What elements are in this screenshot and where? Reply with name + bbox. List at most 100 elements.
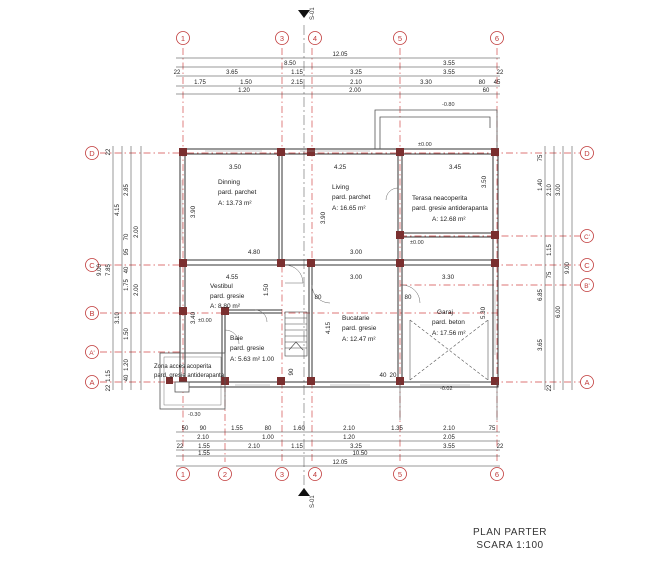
axis-bubble-left-A1: A' (89, 350, 95, 357)
dim-bot-1-55b: 1.55 (198, 444, 210, 450)
dim-right-1-40: 1.40 (538, 179, 544, 191)
inner-dim-3-90b: 3.90 (320, 211, 327, 224)
dim-top-45: 45 (494, 80, 501, 86)
dimension-lines-right (544, 146, 573, 390)
dim-bot-overall: 12.05 (332, 460, 348, 466)
dimension-lines-top (176, 57, 500, 95)
room-living-area: A: 16.65 m² (332, 205, 366, 212)
dim-top-3-30: 3.30 (420, 80, 432, 86)
dim-top-80: 80 (479, 80, 486, 86)
garage-door (399, 319, 498, 420)
inner-dim-3-50: 3.50 (229, 164, 242, 171)
dim-bot-2-10: 2.10 (343, 426, 355, 432)
axis-bubble-bottom-1: 1 (181, 470, 185, 479)
dim-left-3-10: 3.10 (115, 312, 121, 324)
dim-bot-22-right: 22 (497, 444, 504, 450)
exterior-wall-outer (179, 148, 499, 388)
dim-bot-10-50: 10.50 (352, 451, 368, 457)
room-baie-name: Baie (230, 335, 243, 342)
inner-dim-40: 40 (380, 372, 387, 379)
room-garaj-area: A: 17.56 m² (432, 330, 466, 337)
dim-top-60: 60 (483, 88, 490, 94)
dim-bot-1-35: 1.35 (391, 426, 403, 432)
dim-bot-75: 75 (489, 426, 496, 432)
dim-bot-1-15: 1.15 (291, 444, 303, 450)
level-terrace-top: ±0.00 (418, 142, 432, 148)
dim-top-3-55b: 3.55 (443, 70, 455, 76)
level-vestibul: ±0.00 (198, 318, 212, 324)
inner-dim-1-50: 1.50 (263, 283, 270, 296)
dim-left-1-15: 1.15 (106, 370, 112, 382)
inner-dim-80a: 80 (315, 294, 322, 301)
axis-bubbles: 1 3 4 5 6 1 2 3 4 5 6 D C B A' A D (85, 31, 594, 481)
axis-bubble-bottom-3: 3 (280, 470, 284, 479)
dim-bot-22-left: 22 (177, 444, 184, 450)
inner-dim-5-30: 5.30 (480, 306, 487, 319)
room-vestibul-name: Vestibul (210, 283, 233, 290)
dim-bot-3-55: 3.55 (443, 444, 455, 450)
room-bucatarie-floor: pard. gresie (342, 325, 377, 332)
dim-bot-3-25: 3.25 (350, 444, 362, 450)
axis-bubble-top-3: 3 (280, 34, 284, 43)
dim-bot-1-55: 1.55 (231, 426, 243, 432)
inner-dim-3-45: 3.45 (449, 164, 462, 171)
level-terrace: ±0.00 (410, 240, 424, 246)
axis-bubble-left-D: D (89, 149, 95, 158)
dim-left-2-85: 2.85 (124, 184, 130, 196)
room-vestibul-floor: pard. gresie (210, 293, 245, 300)
inner-dim-3-40: 3.40 (190, 311, 197, 324)
room-baie-area: A: 5.63 m² (230, 356, 261, 363)
level-canopy: -0.80 (442, 102, 455, 108)
dim-left-22-bottom: 22 (106, 384, 112, 391)
room-dinning-floor: pard. parchet (218, 189, 256, 196)
section-arrow-bottom-icon (298, 488, 310, 496)
inner-dim-3-00a: 3.00 (350, 249, 363, 256)
dim-left-95: 95 (124, 248, 130, 255)
axis-bubble-bottom-4: 4 (313, 470, 317, 479)
axis-grid (100, 48, 582, 462)
room-terrace-floor: pard. gresie antiderapanta (412, 205, 488, 212)
dim-top-3-65: 3.65 (226, 70, 238, 76)
dim-top-2-10: 2.10 (350, 80, 362, 86)
room-living-floor: pard. parchet (332, 194, 370, 201)
dim-top-2-00: 2.00 (349, 88, 361, 94)
exterior-wall-inner (184, 153, 494, 383)
section-label-bottom: S-01 (310, 495, 316, 508)
dim-left-40: 40 (124, 266, 130, 273)
drawing-title-block: PLAN PARTER SCARA 1:100 (440, 526, 580, 552)
dim-top-overall: 12.05 (332, 52, 348, 58)
axis-bubble-top-1: 1 (181, 34, 185, 43)
inner-dim-3-90a: 3.90 (190, 205, 197, 218)
axis-bubble-right-B1: B' (584, 283, 590, 290)
dim-top-22-right: 22 (497, 70, 504, 76)
room-bucatarie-name: Bucatarie (342, 315, 370, 322)
axis-bubble-left-A: A (89, 378, 94, 387)
staircase (284, 311, 308, 357)
level-marks: -0.80 ±0.00 ±0.00 -0.30 ±0.00 -0.02 (188, 102, 455, 418)
entry-zone (159, 352, 226, 410)
room-baie-floor: pard. gresie (230, 345, 265, 352)
inner-dimensions: 3.50 4.25 3.45 3.90 3.90 3.50 4.80 3.00 … (190, 164, 488, 379)
axis-bubble-right-C: C (584, 261, 590, 270)
walls (179, 148, 499, 388)
axis-bubble-right-D: D (584, 149, 590, 158)
room-vestibul-area: A: 8.80 m² (210, 303, 241, 310)
section-arrow-top-icon (298, 10, 310, 18)
room-labels: Dinning pard. parchet A: 13.73 m² Living… (154, 179, 488, 379)
dim-bot-1-55c: 1.55 (198, 451, 210, 457)
dim-bot-50: 50 (182, 426, 189, 432)
inner-dim-3-00b: 3.00 (350, 274, 363, 281)
dim-right-6-00: 6.00 (556, 306, 562, 318)
dim-right-3-65: 3.65 (538, 339, 544, 351)
dim-bot-90: 90 (200, 426, 207, 432)
inner-dim-4-25: 4.25 (334, 164, 347, 171)
dim-bot-1-00: 1.00 (262, 435, 274, 441)
level-entry: -0.30 (188, 412, 201, 418)
dim-bot-2-10c: 2.10 (197, 435, 209, 441)
dimension-text-left: 22 2.85 4.15 7.85 9.00 2.00 70 95 1.75 4… (97, 148, 140, 391)
dim-bot-1-60: 1.60 (293, 426, 305, 432)
dimension-lines-bottom (176, 431, 500, 467)
dim-left-2-00b: 2.00 (134, 284, 140, 296)
inner-dim-1-00: 1.00 (262, 356, 275, 363)
